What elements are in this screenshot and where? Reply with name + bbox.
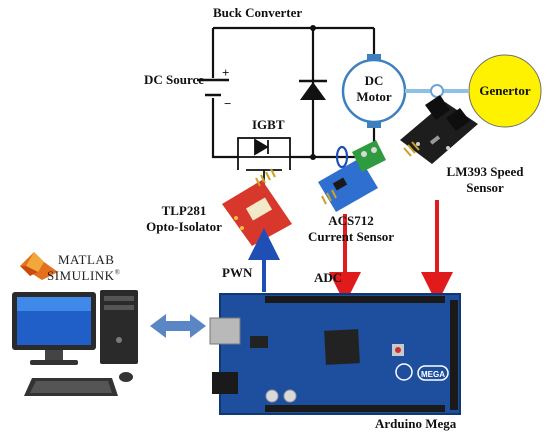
generator (468, 54, 542, 128)
generator-label: Genertor (479, 83, 531, 98)
board-mega-text: MEGA (421, 370, 445, 379)
dc-motor-label: DC Motor (350, 73, 398, 105)
matlab-wordmark: MATLAB (58, 252, 115, 267)
dc-source-label: DC Source (144, 72, 205, 87)
diode-symbol (299, 79, 327, 100)
tlp281-label: TLP281 Opto-Isolator (138, 203, 230, 235)
trademark-symbol: ® (114, 268, 121, 277)
tlp281-module (222, 168, 292, 246)
battery-minus-sign: − (224, 96, 232, 111)
lm393-label-line2: Sensor (466, 180, 504, 195)
matlab-logo-icon (20, 252, 58, 280)
lm393-label: LM393 Speed Sensor (433, 164, 537, 196)
simulink-wordmark: SIMULINK® (47, 268, 120, 284)
junction-dot (310, 25, 316, 31)
acs712-label-line2: Current Sensor (307, 229, 395, 244)
dc-motor (341, 54, 407, 128)
acs712-module (318, 140, 386, 212)
lm393-label-line1: LM393 Speed (446, 164, 524, 179)
adc-label: ADC (314, 270, 343, 285)
battery-symbol (197, 78, 229, 97)
arduino-mega-label: Arduino Mega (375, 416, 457, 431)
acs712-label: ACS712 Current Sensor (300, 213, 402, 245)
encoder-disc (430, 84, 444, 98)
pwn-label: PWN (222, 265, 253, 280)
dc-motor-label-line1: DC (364, 73, 384, 88)
battery-plus-sign: + (222, 65, 230, 80)
buck-converter-title: Buck Converter (213, 5, 303, 20)
igbt-label: IGBT (252, 117, 285, 132)
arduino-mega-board (209, 293, 461, 415)
junction-dot (310, 154, 316, 160)
computer (12, 290, 138, 396)
acs712-label-line1: ACS712 (328, 213, 374, 228)
lm393-sensor-module (400, 95, 478, 164)
tlp281-label-line1: TLP281 (161, 203, 207, 218)
current-sense-loop (335, 145, 349, 169)
dc-motor-label-line2: Motor (356, 89, 392, 104)
pc-arduino-link-arrow (150, 314, 206, 338)
simulink-wordmark-text: SIMULINK (47, 268, 115, 283)
tlp281-label-line2: Opto-Isolator (146, 219, 222, 234)
